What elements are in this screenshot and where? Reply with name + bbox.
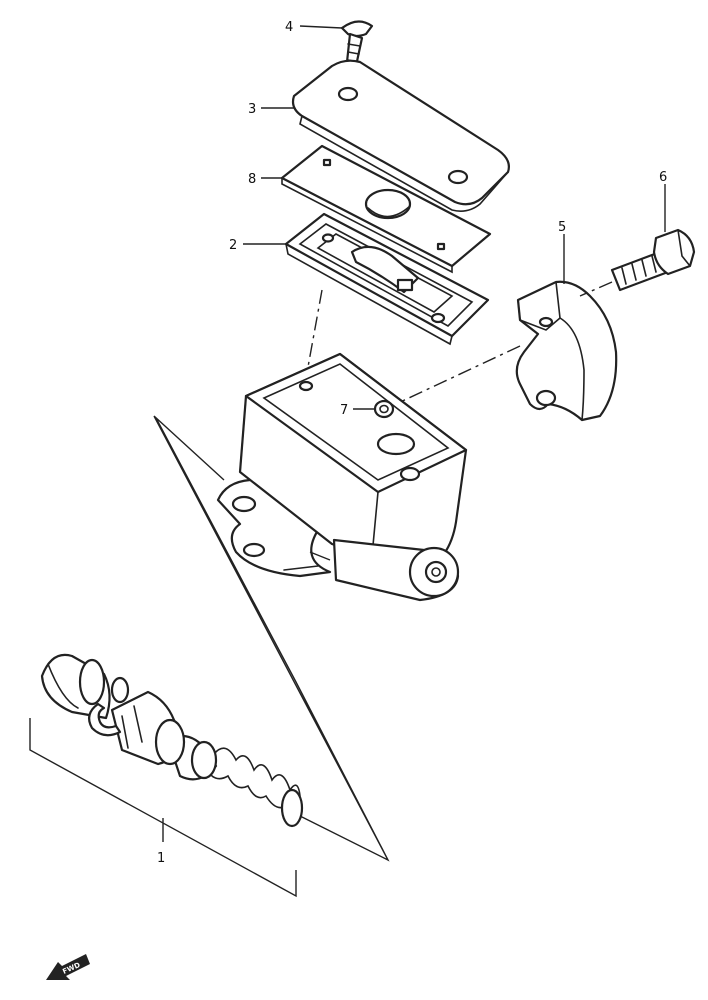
alignment-line-cap (305, 289, 323, 379)
assembly-outline (153, 415, 390, 862)
callout-2: 2 (229, 238, 237, 253)
diaphragm-plate-part-8[interactable] (280, 144, 492, 274)
callout-3: 3 (248, 102, 256, 117)
master-cylinder-body[interactable] (216, 352, 468, 602)
callout-7: 7 (340, 403, 348, 418)
piston-assembly-part-1[interactable] (40, 653, 304, 828)
fitting-part-7[interactable] (373, 399, 395, 419)
callout-4: 4 (285, 20, 293, 35)
screw-part-4[interactable] (340, 20, 374, 68)
callout-1: 1 (157, 851, 165, 866)
arrow-left-down-icon (46, 954, 90, 980)
alignment-line-clamp (395, 345, 521, 405)
callout-6: 6 (659, 170, 667, 185)
alignment-line-bolt (579, 281, 613, 297)
gasket-part-2[interactable] (284, 212, 490, 346)
part-1-bracket (29, 718, 297, 898)
direction-badge-label: FWD (61, 961, 81, 976)
clamp-part-5[interactable] (515, 280, 618, 422)
callout-5: 5 (558, 220, 566, 235)
direction-badge: FWD (46, 954, 90, 980)
callout-8: 8 (248, 172, 256, 187)
bolt-part-6[interactable] (610, 228, 696, 292)
reservoir-cap-part-3[interactable] (291, 59, 510, 212)
